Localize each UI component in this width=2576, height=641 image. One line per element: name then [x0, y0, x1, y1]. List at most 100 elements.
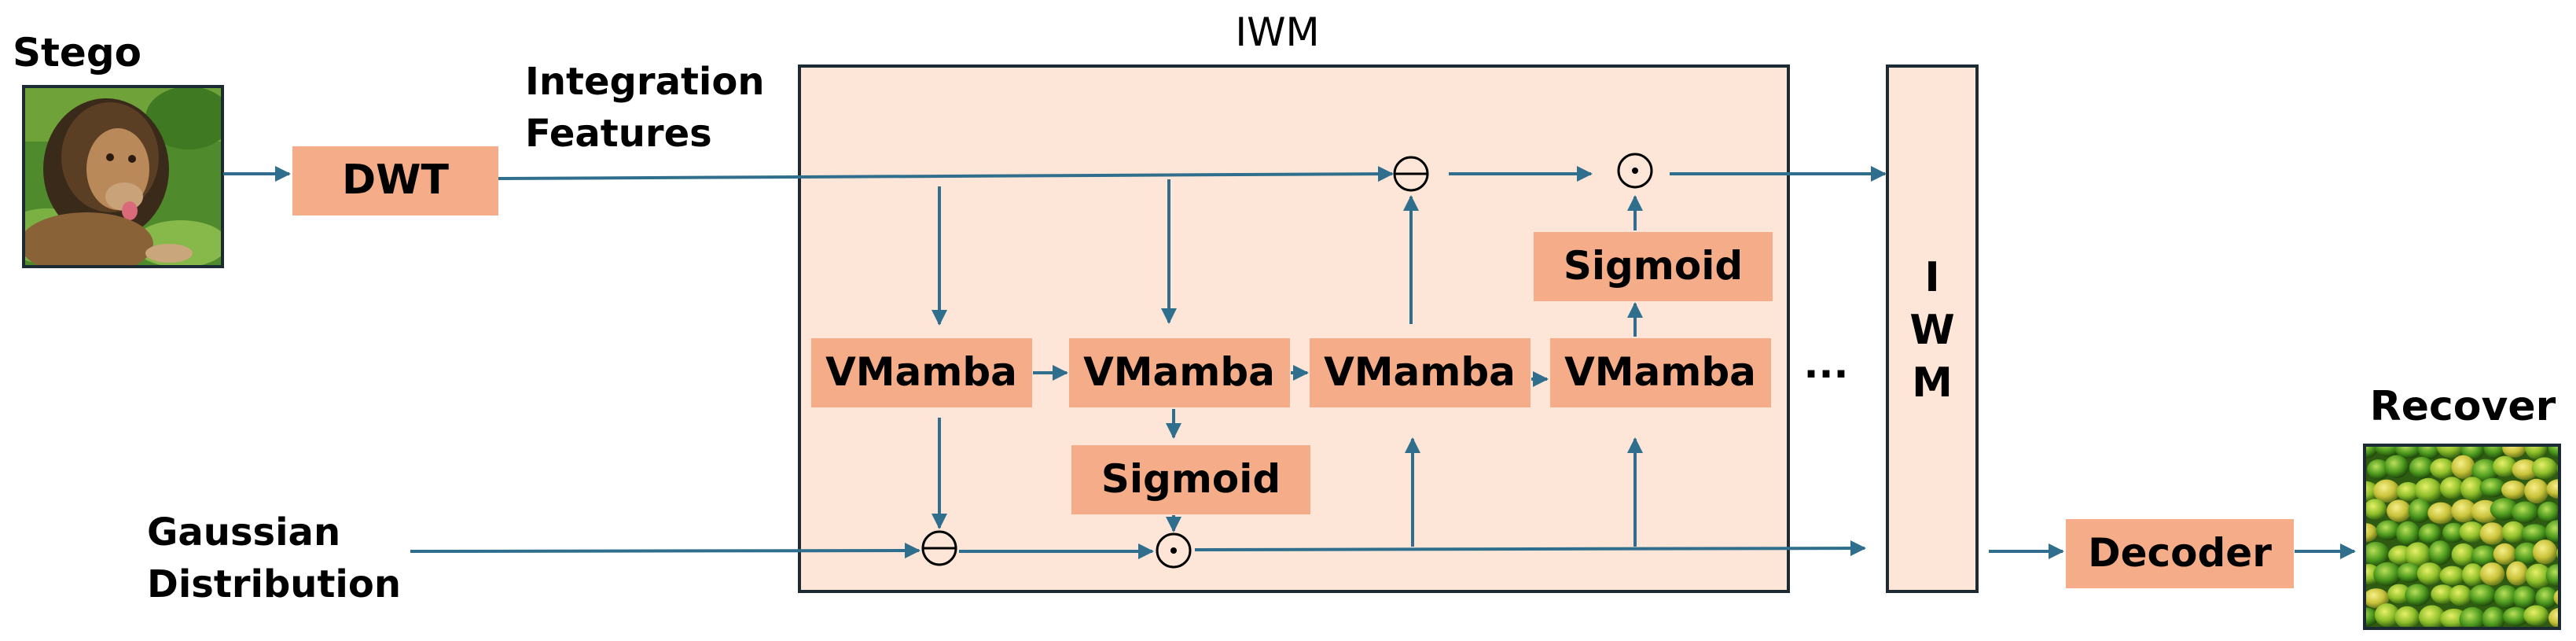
vmamba-1-label: VMamba — [825, 349, 1017, 395]
fruit-texture — [2436, 445, 2464, 459]
fruit-texture — [2365, 542, 2390, 567]
fruit-texture — [2461, 563, 2484, 587]
vmamba-block-1: VMamba — [811, 338, 1032, 407]
vmamba-4-label: VMamba — [1564, 349, 1756, 395]
iwm-block — [1886, 64, 1979, 593]
fruit-texture — [2459, 606, 2486, 628]
fruit-texture — [2387, 584, 2412, 604]
multiply-operator-top — [1617, 153, 1653, 189]
fruit-texture — [2546, 479, 2559, 499]
fruit-texture — [2383, 455, 2409, 478]
fruit-texture — [2523, 605, 2549, 626]
fruit-texture — [2493, 585, 2519, 609]
stego-label: Stego — [13, 30, 141, 76]
integration-features-label-line2: Features — [525, 112, 712, 156]
connector-arrows — [223, 166, 2356, 559]
fruit-texture — [2365, 499, 2387, 520]
fruit-texture — [2512, 459, 2539, 481]
fruit-texture — [2548, 445, 2559, 459]
sigmoid-block-bottom: Sigmoid — [1071, 445, 1310, 514]
fruit-texture — [2512, 501, 2539, 524]
integration-features-label-line1: Integration — [525, 60, 765, 104]
fruit-texture — [2490, 498, 2519, 521]
fruit-texture — [2501, 480, 2526, 499]
fruit-texture — [2451, 499, 2477, 523]
fruit-texture — [2451, 543, 2475, 566]
fruit-texture — [2442, 522, 2465, 543]
fruit-texture — [2427, 502, 2454, 525]
fruit-texture — [2365, 588, 2390, 609]
fruit-texture — [2535, 587, 2559, 610]
fruit-texture — [2459, 521, 2485, 543]
sigmoid-block-top: Sigmoid — [1534, 232, 1773, 301]
fruit-texture — [2431, 584, 2456, 604]
iwm-block-letter-w: W — [1909, 307, 1954, 354]
fruit-texture — [2430, 458, 2455, 479]
fruit-texture — [2367, 459, 2390, 480]
fruit-texture — [2493, 543, 2516, 565]
fruit-texture — [2365, 523, 2378, 543]
fruit-texture — [2416, 562, 2442, 585]
fruit-texture — [2449, 584, 2472, 606]
fruit-texture — [2512, 586, 2537, 610]
continuation-ellipsis: ... — [1804, 341, 1849, 387]
vmamba-2-label: VMamba — [1083, 349, 1275, 395]
iwm-block-letter-i: I — [1924, 254, 1939, 301]
fruit-texture — [2439, 477, 2464, 499]
fruit-texture — [2471, 545, 2497, 567]
fruit-texture — [2479, 562, 2505, 586]
fruit-texture — [2408, 498, 2431, 524]
fruit-texture — [2503, 606, 2529, 627]
fruit-texture — [2525, 563, 2552, 589]
fruit-texture — [2387, 499, 2412, 522]
fruit-texture — [2405, 584, 2431, 606]
subtract-operator-bottom — [921, 530, 957, 566]
fruit-texture — [2479, 522, 2505, 545]
multiply-operator-bottom — [1156, 532, 1192, 569]
fruit-texture — [2521, 524, 2549, 543]
fruit-texture — [2439, 565, 2465, 586]
fruit-texture — [2397, 562, 2423, 583]
fruit-texture — [2483, 445, 2507, 459]
fruit-texture — [2373, 479, 2400, 503]
fruit-texture — [2428, 540, 2452, 565]
fruit-texture — [2394, 606, 2420, 628]
fruit-texture — [2514, 542, 2540, 565]
sigmoid-top-label: Sigmoid — [1564, 243, 1743, 289]
dwt-block: DWT — [292, 146, 498, 216]
recover-image — [2363, 444, 2576, 630]
fruit-texture — [2418, 605, 2446, 628]
fruit-texture — [2548, 607, 2559, 628]
iwm-block-letter-m: M — [1912, 359, 1953, 407]
fruit-texture — [2409, 456, 2435, 479]
fruit-texture — [2524, 445, 2548, 459]
fruit-texture — [2471, 459, 2500, 483]
vmamba-block-2: VMamba — [1069, 338, 1290, 407]
vmamba-block-4: VMamba — [1550, 338, 1771, 407]
fruit-texture — [2417, 445, 2441, 460]
sigmoid-bottom-label: Sigmoid — [1101, 456, 1281, 502]
fruit-texture — [2376, 520, 2401, 540]
fruit-texture — [2396, 481, 2420, 502]
iwm-panel-title: IWM — [1235, 9, 1319, 55]
fruit-texture — [2395, 445, 2422, 459]
decoder-block: Decoder — [2066, 519, 2294, 588]
fruit-texture — [2524, 478, 2549, 504]
fruit-texture — [2414, 477, 2442, 503]
fruit-texture — [2365, 607, 2379, 627]
subtract-operator-top — [1393, 156, 1429, 192]
fruit-texture — [2545, 520, 2559, 543]
fruit-texture — [2373, 562, 2402, 587]
fruit-texture — [2469, 584, 2497, 606]
fruit-texture — [2479, 477, 2506, 498]
fruit-texture — [2559, 500, 2576, 523]
fruit-texture — [2545, 564, 2559, 588]
fruit-texture — [2396, 521, 2420, 547]
gaussian-distribution-label-line2: Distribution — [147, 562, 401, 606]
fruit-texture — [2460, 477, 2485, 501]
fruit-texture — [2506, 561, 2529, 586]
fruit-texture — [2531, 457, 2558, 479]
fruit-texture — [2418, 523, 2442, 545]
fruit-texture — [2502, 445, 2526, 458]
fruit-texture — [2493, 455, 2517, 477]
